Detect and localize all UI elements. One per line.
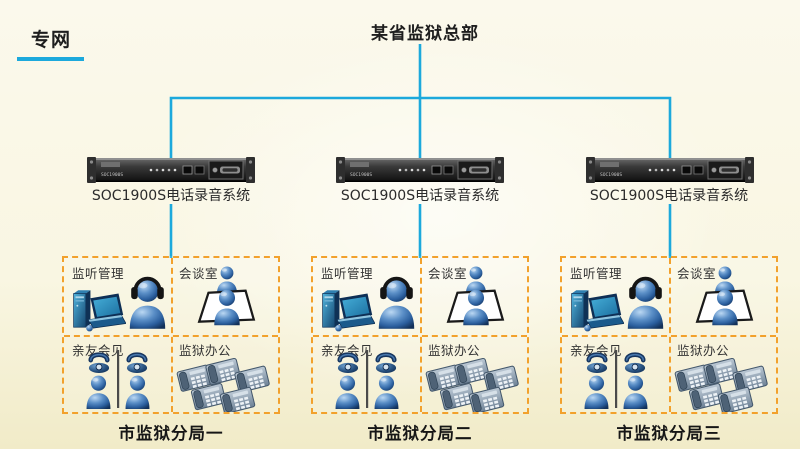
quadrant-label-visit: 亲友会见	[72, 343, 125, 358]
headset-person-icon	[127, 271, 168, 329]
cell-monitor-mgmt: 监听管理	[313, 258, 420, 335]
cell-prison-office: 监狱办公	[669, 335, 776, 412]
recorder-server-icon	[336, 156, 504, 184]
private-network-label: 专网	[31, 29, 72, 51]
quadrant-label-monitor: 监听管理	[72, 266, 125, 281]
quadrant-label-visit: 亲友会见	[570, 343, 623, 358]
cell-family-visit: 亲友会见	[313, 335, 420, 412]
headset-person-icon	[625, 271, 666, 329]
page-title: 某省监狱总部	[371, 24, 479, 44]
office-phones-icon	[425, 356, 523, 412]
meeting-table-icon	[692, 266, 758, 334]
branch-box-1: 监听管理 会谈室 亲友会见 监狱办公	[62, 256, 280, 414]
recorder-server-icon	[87, 156, 255, 184]
cell-meeting-room: 会谈室	[171, 258, 278, 335]
office-phones-icon	[176, 356, 274, 412]
computer-icon	[566, 285, 624, 332]
divider-vertical	[669, 258, 671, 412]
visitation-booth-icon	[578, 350, 654, 410]
recorder-server-icon	[586, 156, 754, 184]
server-label: SOC1900S电话录音系统	[340, 188, 500, 204]
visitation-booth-icon	[329, 350, 405, 410]
branch-name-3: 市监狱分局三	[616, 424, 722, 443]
quadrant-label-meeting: 会谈室	[677, 266, 717, 281]
branch-name-1: 市监狱分局一	[118, 424, 224, 443]
branch-box-2: 监听管理 会谈室 亲友会见 监狱办公	[311, 256, 529, 414]
cell-prison-office: 监狱办公	[171, 335, 278, 412]
divider-vertical	[420, 258, 422, 412]
server-label: SOC1900S电话录音系统	[91, 188, 251, 204]
quadrant-label-monitor: 监听管理	[321, 266, 374, 281]
private-network-underline	[17, 57, 84, 61]
line-bus	[169, 96, 672, 162]
cell-family-visit: 亲友会见	[562, 335, 669, 412]
branch-name-2: 市监狱分局二	[367, 424, 473, 443]
quadrant-label-office: 监狱办公	[179, 343, 232, 358]
cell-family-visit: 亲友会见	[64, 335, 171, 412]
quadrant-label-visit: 亲友会见	[321, 343, 374, 358]
cell-monitor-mgmt: 监听管理	[64, 258, 171, 335]
cell-meeting-room: 会谈室	[420, 258, 527, 335]
quadrant-label-meeting: 会谈室	[179, 266, 219, 281]
meeting-table-icon	[443, 266, 509, 334]
computer-icon	[317, 285, 375, 332]
computer-icon	[68, 285, 126, 332]
quadrant-label-meeting: 会谈室	[428, 266, 468, 281]
cell-monitor-mgmt: 监听管理	[562, 258, 669, 335]
branch-box-3: 监听管理 会谈室 亲友会见 监狱办公	[560, 256, 778, 414]
office-phones-icon	[674, 356, 772, 412]
server-label: SOC1900S电话录音系统	[589, 188, 749, 204]
cell-prison-office: 监狱办公	[420, 335, 527, 412]
quadrant-label-monitor: 监听管理	[570, 266, 623, 281]
headset-person-icon	[376, 271, 417, 329]
meeting-table-icon	[194, 266, 260, 334]
quadrant-label-office: 监狱办公	[677, 343, 730, 358]
cell-meeting-room: 会谈室	[669, 258, 776, 335]
quadrant-label-office: 监狱办公	[428, 343, 481, 358]
divider-vertical	[171, 258, 173, 412]
visitation-booth-icon	[80, 350, 156, 410]
